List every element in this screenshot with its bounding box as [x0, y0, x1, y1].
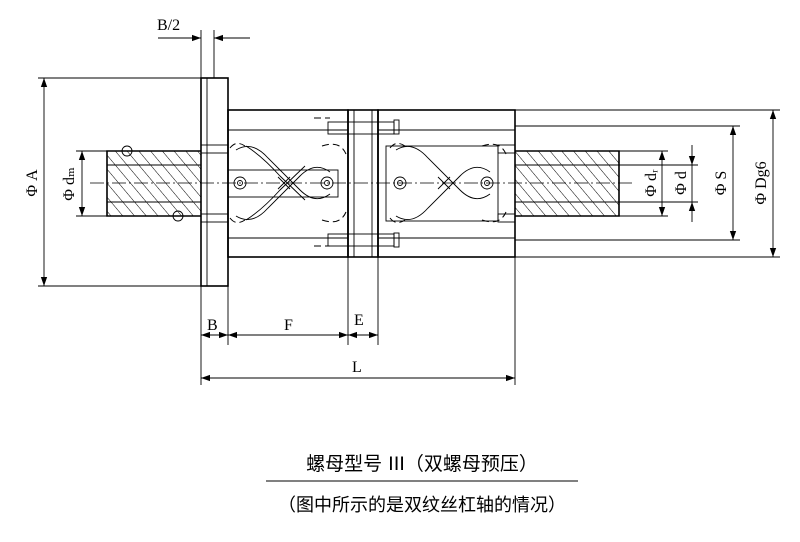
- label-phi-dm: Φ dₘ: [61, 167, 78, 201]
- label-phi-dg6: Φ Dg6: [753, 161, 770, 204]
- label-phi-d: Φ d: [673, 171, 690, 195]
- label-phi-s: Φ S: [713, 171, 730, 196]
- screw-shaft-right: [515, 150, 620, 217]
- label-phi-dr: Φ dᵣ: [643, 169, 660, 197]
- label-b-half: B/2: [157, 17, 180, 34]
- dim-phi-dg6: [515, 109, 780, 258]
- dim-phi-a: [38, 77, 201, 287]
- label-e: E: [354, 312, 364, 329]
- label-l: L: [352, 359, 362, 376]
- dim-b-f-e: [200, 257, 516, 385]
- nut-body-1: [227, 109, 349, 258]
- screw-shaft-left: [106, 145, 201, 222]
- nut-flange: [200, 77, 229, 287]
- dim-phi-dr: [619, 150, 668, 217]
- label-phi-a: Φ A: [24, 169, 41, 197]
- dim-b-half: [158, 30, 250, 78]
- label-f: F: [284, 317, 293, 334]
- dim-phi-s: [515, 125, 740, 241]
- dim-phi-d: [619, 145, 698, 222]
- nut-body-2: [377, 109, 516, 258]
- dim-phi-dm: [76, 150, 107, 217]
- caption-title: 螺母型号 III（双螺母预压）: [306, 453, 538, 475]
- label-b: B: [207, 317, 218, 334]
- caption-subtitle: （图中所示的是双纹丝杠轴的情况）: [278, 495, 566, 516]
